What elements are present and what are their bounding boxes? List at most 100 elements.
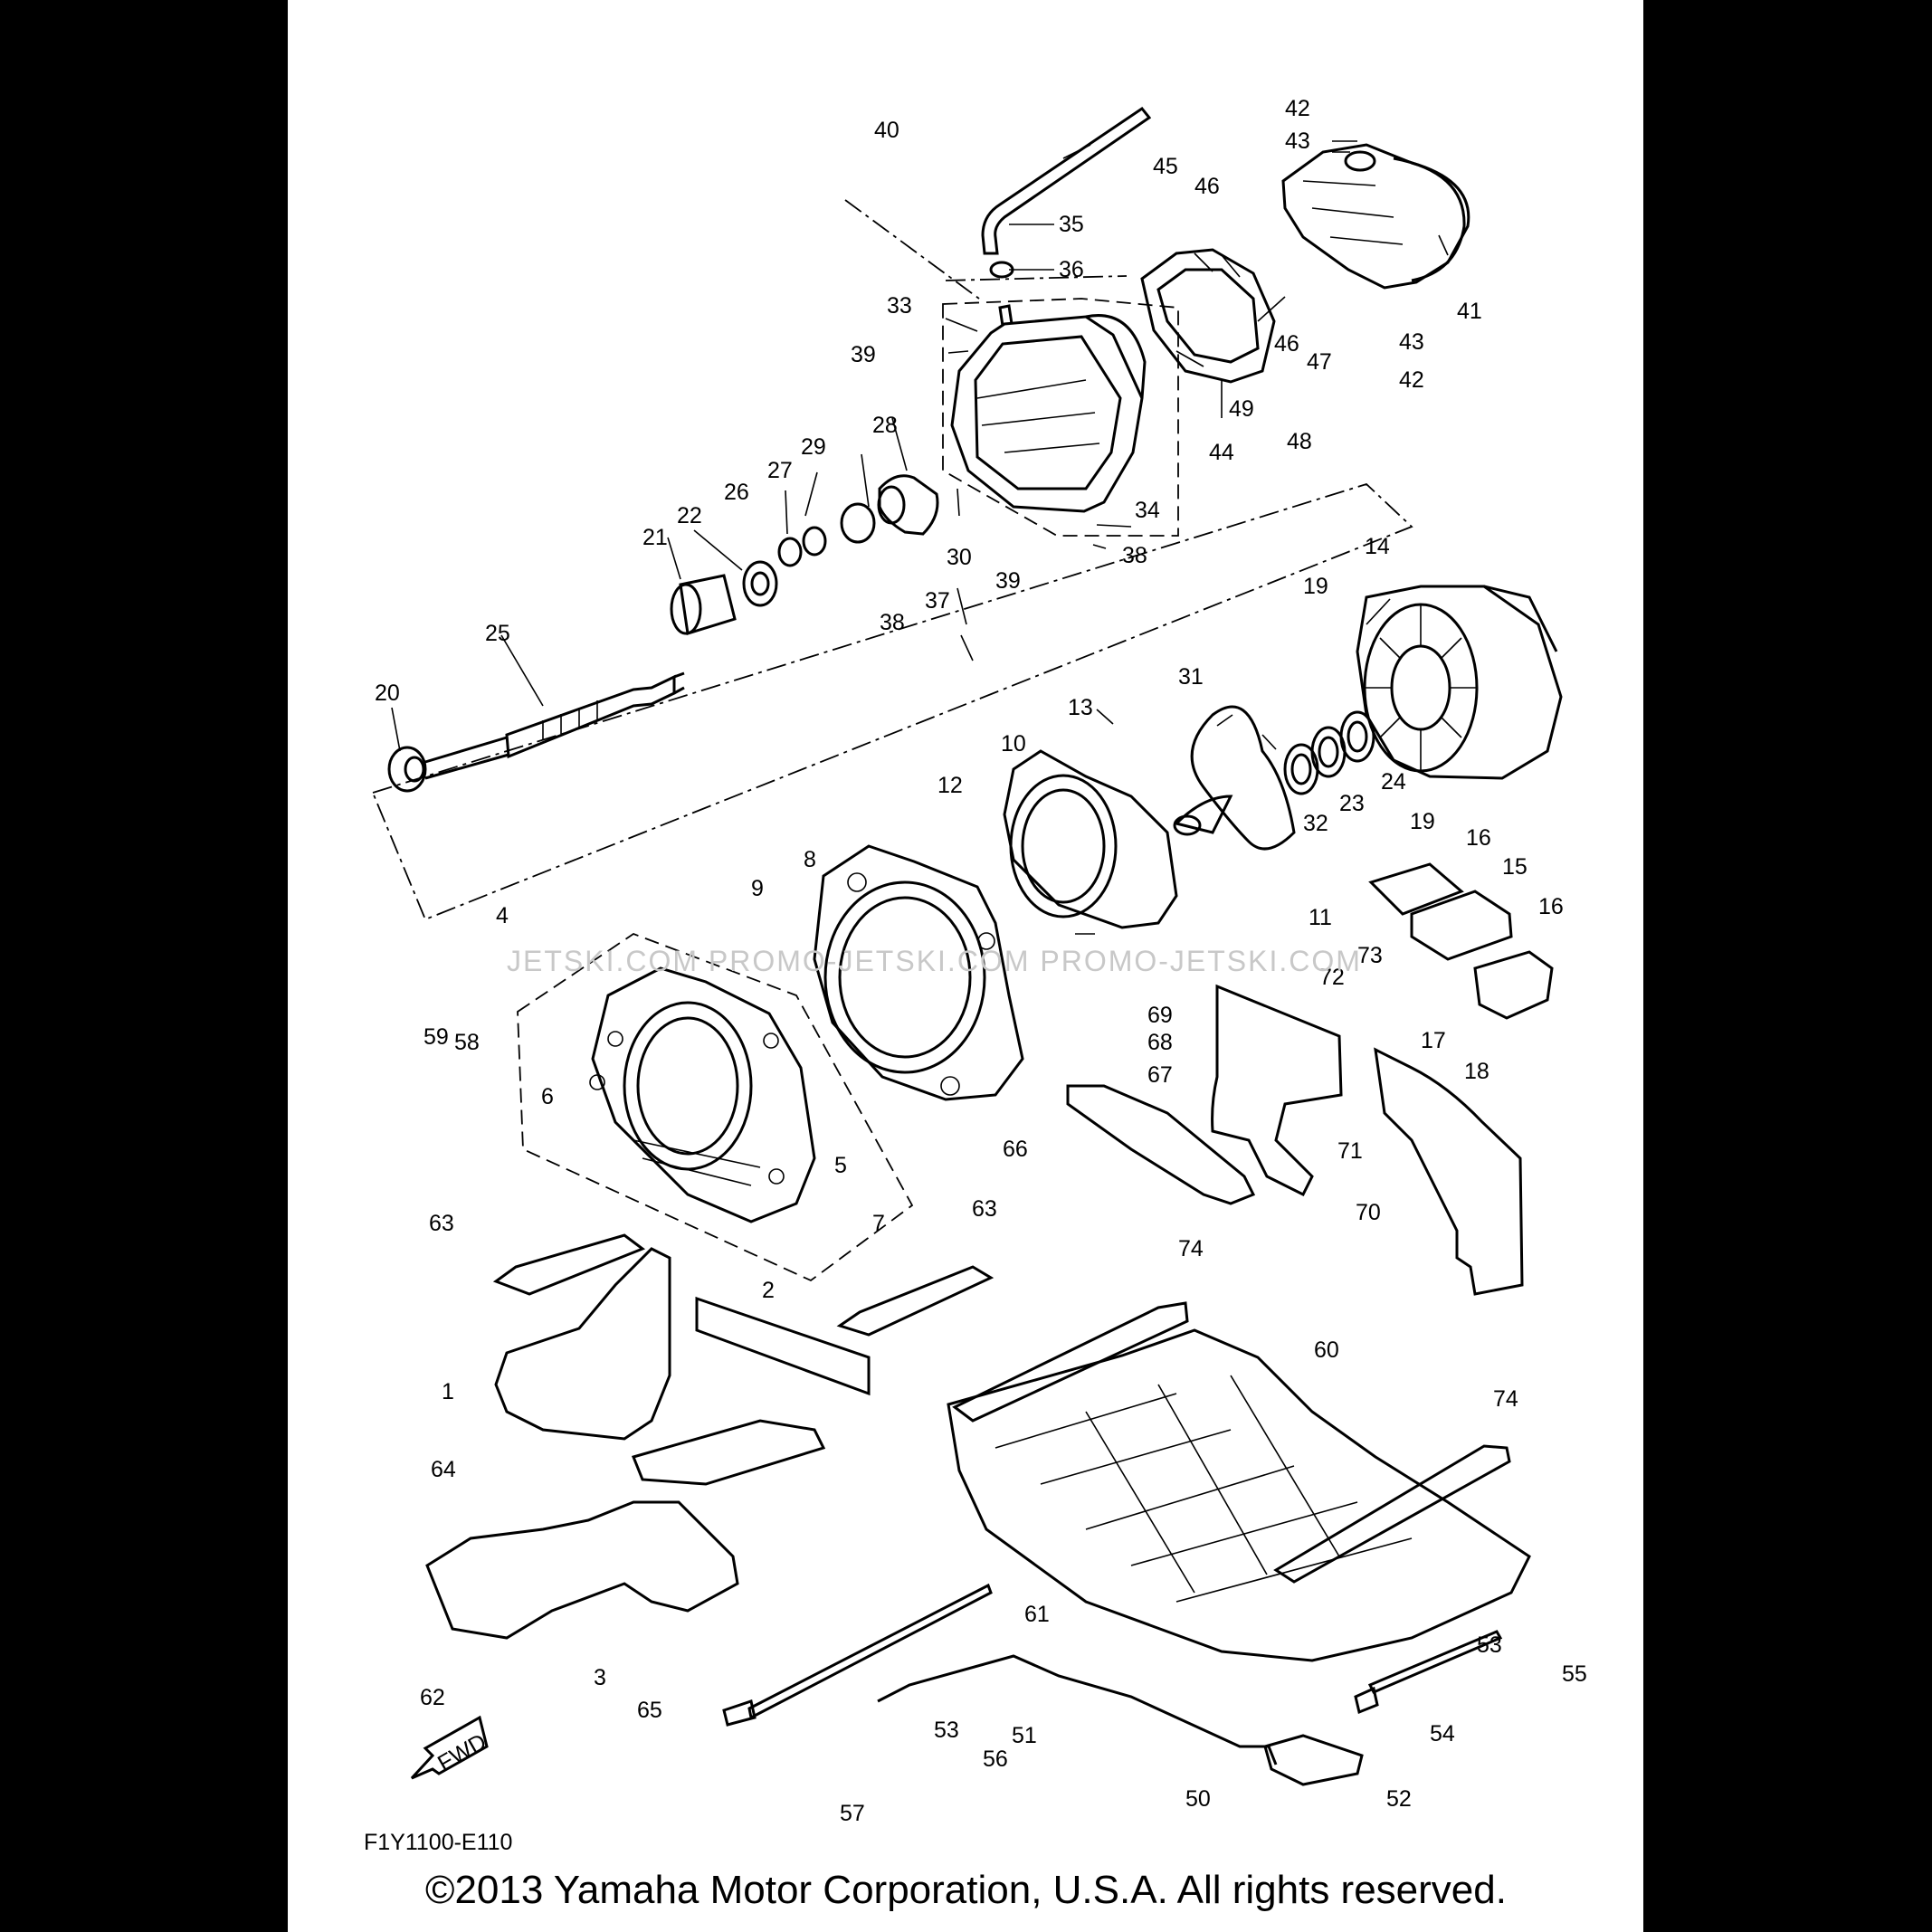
callout-4: 4 — [496, 903, 509, 928]
callout-66: 66 — [1003, 1137, 1028, 1162]
callout-45: 45 — [1153, 154, 1178, 179]
pump-housing-10 — [1003, 749, 1178, 929]
fwd-arrow: FWD — [410, 1715, 490, 1780]
callout-61: 61 — [1024, 1602, 1050, 1627]
cover-17 — [1473, 950, 1554, 1020]
cable-end-52 — [1263, 1734, 1364, 1786]
callout-29: 29 — [801, 434, 826, 460]
callout-32: 32 — [1303, 811, 1328, 836]
leader-lines — [391, 140, 1449, 935]
callout-70: 70 — [1356, 1200, 1381, 1225]
callout-31: 31 — [1178, 664, 1204, 690]
impeller-duct-14 — [1356, 585, 1563, 780]
callout-47: 47 — [1307, 349, 1332, 375]
plate-66 — [1066, 1084, 1256, 1205]
callout-42b: 42 — [1399, 367, 1424, 393]
cable-tie-54 — [1367, 1630, 1503, 1694]
callout-18: 18 — [1464, 1059, 1489, 1084]
callout-46b: 46 — [1274, 331, 1299, 357]
callout-74b: 74 — [1493, 1386, 1518, 1412]
gasket-16 — [1368, 862, 1464, 916]
callout-11: 11 — [1309, 905, 1332, 930]
callout-9: 9 — [751, 876, 764, 901]
jet-nozzle-33 — [950, 304, 1147, 513]
callout-1: 1 — [442, 1379, 454, 1404]
cable-50 — [877, 1654, 1278, 1765]
cable-tie-57 — [747, 1583, 993, 1720]
bearing-21-22-26-27 — [670, 502, 876, 635]
callout-12: 12 — [937, 773, 963, 798]
hose-35 — [981, 106, 1152, 255]
callout-30: 30 — [947, 545, 972, 570]
callout-53b: 53 — [934, 1718, 959, 1743]
intake-housing-4 — [589, 966, 816, 1223]
nozzle-group-box — [942, 298, 1179, 537]
callout-54: 54 — [1430, 1721, 1455, 1746]
callout-6: 6 — [541, 1084, 554, 1109]
callout-68: 68 — [1147, 1030, 1173, 1055]
rail-74-upper — [952, 1301, 1189, 1423]
callout-14: 14 — [1365, 534, 1390, 559]
callout-65: 65 — [637, 1698, 662, 1723]
callout-74a: 74 — [1178, 1236, 1204, 1261]
callout-22: 22 — [677, 503, 702, 528]
drive-shaft-assembly — [387, 671, 685, 793]
callout-59: 59 — [424, 1024, 449, 1050]
stand-3 — [425, 1500, 739, 1640]
pump-housing-8 — [813, 844, 1024, 1101]
callout-36: 36 — [1059, 257, 1084, 282]
jet-pump-exploded-diagram: FWD 40 35 36 33 39 28 29 27 26 22 21 25 … — [371, 96, 1587, 1826]
callout-35: 35 — [1059, 212, 1084, 237]
intake-housing-group-box — [517, 932, 914, 1282]
callout-38a: 38 — [1122, 543, 1147, 568]
callout-28: 28 — [872, 413, 898, 438]
callout-42a: 42 — [1285, 96, 1310, 121]
callout-49: 49 — [1229, 396, 1254, 422]
bracket-63-right — [836, 1265, 995, 1337]
callout-13: 13 — [1068, 695, 1093, 720]
upper-alignment-line — [844, 199, 980, 300]
diagram-sheet: FWD 40 35 36 33 39 28 29 27 26 22 21 25 … — [288, 0, 1643, 1932]
callout-69: 69 — [1147, 1003, 1173, 1028]
fwd-label: FWD — [433, 1728, 490, 1776]
callout-67: 67 — [1147, 1062, 1173, 1088]
callout-19a: 19 — [1303, 574, 1328, 599]
watermark-text: JETSKI.COM PROMO-JETSKI.COM PROMO-JETSKI… — [507, 945, 1362, 977]
callout-52: 52 — [1386, 1786, 1412, 1812]
callout-48: 48 — [1287, 429, 1312, 454]
plate-15 — [1410, 890, 1513, 961]
callout-41: 41 — [1457, 299, 1482, 324]
seal-rings-23-24-32 — [1283, 710, 1375, 795]
callout-21: 21 — [642, 525, 668, 550]
callout-3: 3 — [594, 1665, 606, 1690]
steering-ring-44 — [1140, 248, 1276, 384]
bracket-71 — [1211, 984, 1343, 1197]
ride-plate-60 — [947, 1328, 1531, 1662]
callout-39a: 39 — [851, 342, 876, 367]
callout-37: 37 — [925, 588, 950, 614]
callout-64: 64 — [431, 1457, 456, 1482]
hose-alignment-line — [945, 275, 1128, 281]
plate-70 — [1374, 1047, 1524, 1296]
callout-57: 57 — [840, 1801, 865, 1826]
callout-20: 20 — [375, 680, 400, 706]
deflector-41 — [1281, 143, 1470, 290]
callout-labels: 40 35 36 33 39 28 29 27 26 22 21 25 20 3… — [375, 96, 1587, 1826]
callout-10: 10 — [1001, 731, 1026, 757]
callout-19b: 19 — [1410, 809, 1435, 834]
callout-63b: 63 — [972, 1196, 997, 1222]
callout-55: 55 — [1562, 1661, 1587, 1687]
callout-40: 40 — [874, 118, 899, 143]
plate-under-stand — [631, 1419, 826, 1486]
callout-24: 24 — [1381, 769, 1406, 795]
stand-1 — [494, 1247, 671, 1441]
copyright-notice: ©2013 Yamaha Motor Corporation, U.S.A. A… — [425, 1868, 1507, 1912]
callout-33: 33 — [887, 293, 912, 319]
callout-56: 56 — [983, 1746, 1008, 1772]
callout-60: 60 — [1314, 1337, 1339, 1363]
connector-54 — [1354, 1686, 1379, 1715]
callout-63a: 63 — [429, 1211, 454, 1236]
callout-62: 62 — [420, 1685, 445, 1710]
diagram-code: F1Y1100-E110 — [364, 1830, 513, 1855]
cap-28 — [877, 474, 939, 536]
